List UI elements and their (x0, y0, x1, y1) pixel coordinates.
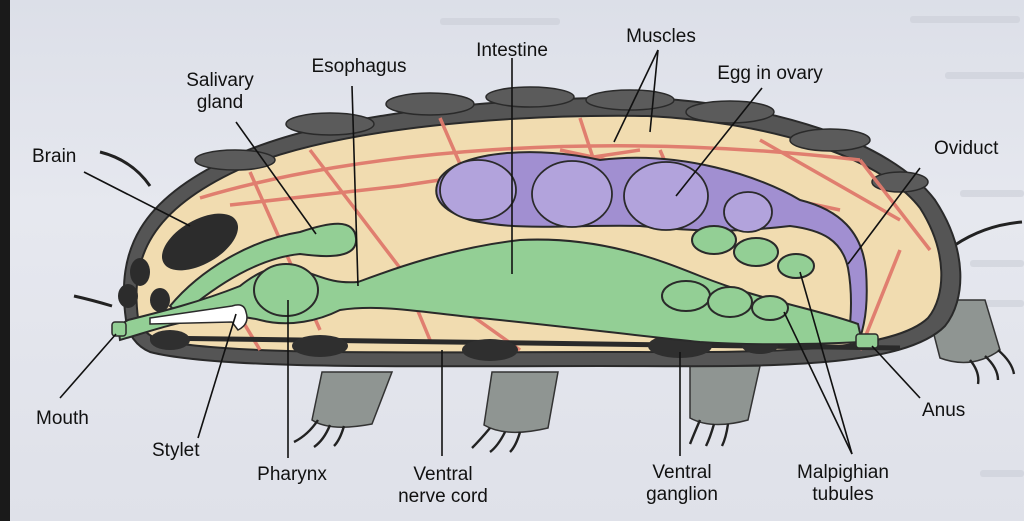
mouth-opening (112, 322, 126, 336)
label-ventral-nerve-cord: Ventral nerve cord (378, 464, 508, 508)
label-salivary-gland-line1: Salivary (160, 70, 280, 92)
label-malpighian-tubules: Malpighian tubules (778, 462, 908, 506)
label-muscles: Muscles (606, 26, 716, 48)
label-egg-in-ovary: Egg in ovary (695, 63, 845, 85)
head-bristle-bottom (74, 296, 112, 306)
label-ventral-ganglion-line2: ganglion (622, 484, 742, 506)
anus-opening (856, 334, 878, 348)
tail-bristle (955, 222, 1022, 245)
pharynx-bulb (254, 264, 318, 316)
label-ventral-ganglion-line1: Ventral (622, 462, 742, 484)
label-malpighian-tubules-line1: Malpighian (778, 462, 908, 484)
head-bristle-top (100, 152, 150, 186)
label-anus: Anus (922, 400, 965, 422)
label-malpighian-tubules-line2: tubules (778, 484, 908, 506)
label-esophagus: Esophagus (294, 56, 424, 78)
label-brain: Brain (32, 146, 76, 168)
left-border (0, 0, 10, 521)
label-stylet: Stylet (152, 440, 200, 462)
label-mouth: Mouth (36, 408, 89, 430)
label-intestine: Intestine (452, 40, 572, 62)
label-ventral-nerve-cord-line1: Ventral (378, 464, 508, 486)
label-salivary-gland: Salivary gland (160, 70, 280, 114)
label-pharynx: Pharynx (234, 464, 350, 486)
label-ventral-nerve-cord-line2: nerve cord (378, 486, 508, 508)
label-ventral-ganglion: Ventral ganglion (622, 462, 742, 506)
label-salivary-gland-line2: gland (160, 92, 280, 114)
label-oviduct: Oviduct (934, 138, 998, 160)
